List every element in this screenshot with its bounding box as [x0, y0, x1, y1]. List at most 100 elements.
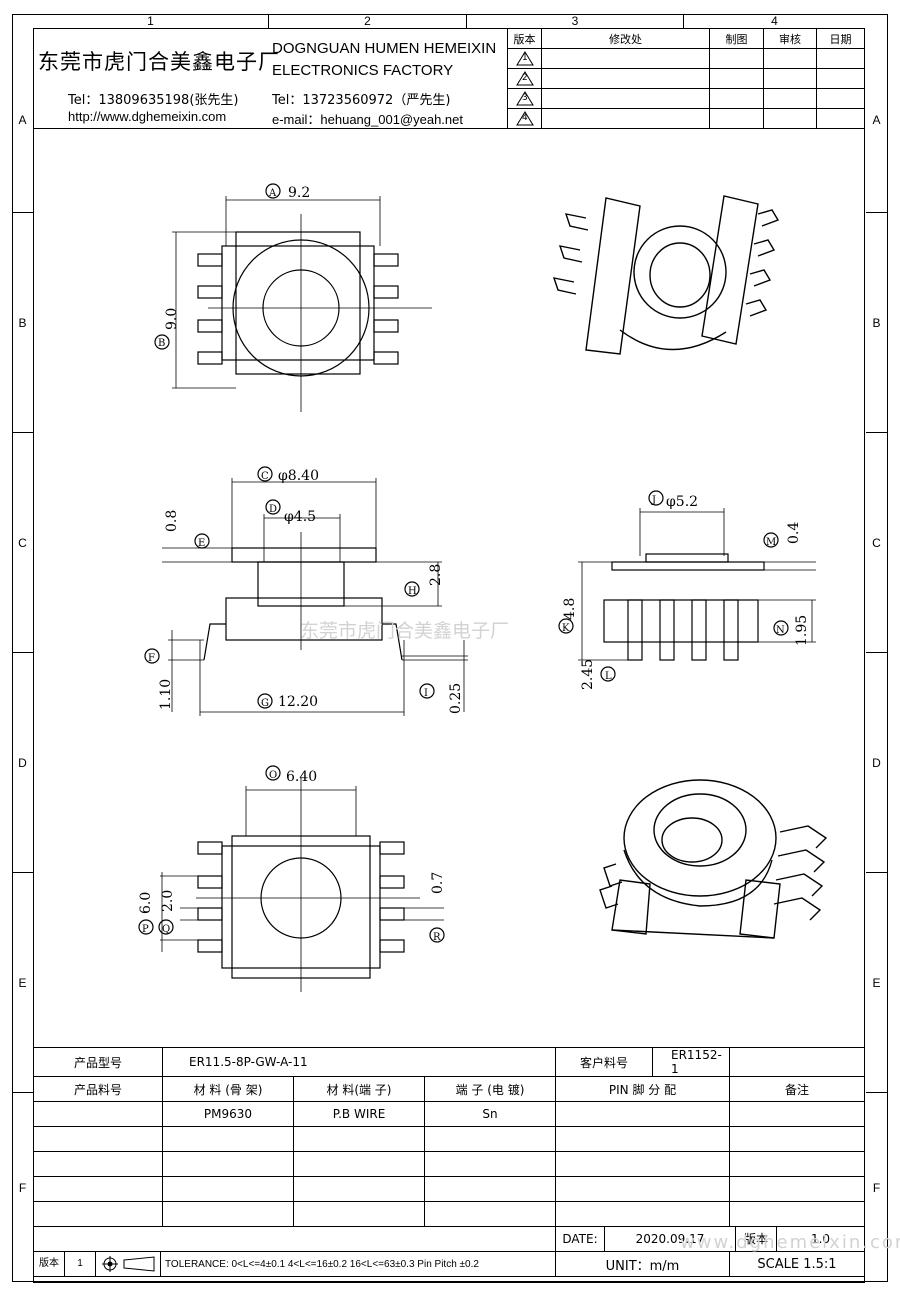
- tel-2: Tel：13723560972（严先生): [272, 93, 451, 108]
- material-pin-label: 材 料(端 子): [293, 1076, 425, 1102]
- balloon-f: F: [148, 653, 155, 664]
- isometric-view-bottom: [599, 779, 828, 939]
- zone-col-1: 1: [33, 14, 269, 28]
- bottom-view: [138, 765, 445, 992]
- zone-col-3: 3: [467, 14, 684, 28]
- balloon-l: L: [605, 671, 612, 682]
- date-label: DATE:: [556, 1227, 605, 1251]
- tel-1: Tel：13809635198(张先生): [68, 93, 239, 108]
- technical-drawing: A 9.2 B 9.0 C φ8.40 D φ4.5 E 0.8 H 2.8 F…: [138, 183, 828, 992]
- rev-triangle-icon: [515, 71, 534, 86]
- dim-i: 0.25: [448, 683, 464, 714]
- website-link[interactable]: http://www.dghemeixin.com: [68, 109, 227, 124]
- header-divider: [33, 128, 507, 129]
- dim-o: 6.40: [286, 769, 317, 785]
- dim-p: 6.0: [138, 892, 154, 914]
- isometric-view-top: [552, 195, 780, 355]
- drawing-inner-frame: [33, 28, 865, 1283]
- balloon-h: H: [408, 586, 417, 597]
- remark-label: 备注: [729, 1076, 865, 1102]
- customer-pn-value: ER1152-1: [652, 1047, 730, 1077]
- zone-col-4: 4: [771, 14, 778, 28]
- drawing-outer-frame: [12, 14, 888, 1282]
- rev-header-check: 审核: [763, 28, 817, 49]
- material-bobbin-value: PM9630: [162, 1101, 294, 1127]
- zone-row-b: B: [12, 213, 33, 433]
- pin-assign-label: PIN 脚 分 配: [555, 1076, 730, 1102]
- product-pn-label: 产品料号: [33, 1076, 163, 1102]
- info-table: 产品型号 ER11.5-8P-GW-A-11 客户料号 ER1152-1 产品料…: [33, 1047, 865, 1277]
- projection-symbol-icon: [96, 1252, 161, 1276]
- zone-row-f: F: [18, 1180, 27, 1195]
- dim-d: φ4.5: [284, 509, 316, 525]
- balloon-k: K: [562, 623, 570, 634]
- dim-n: 1.95: [794, 615, 810, 646]
- dim-g: 12.20: [278, 694, 318, 710]
- company-name-en-2: ELECTRONICS FACTORY: [272, 62, 454, 79]
- zone-row-f-right: F: [872, 1180, 881, 1195]
- balloon-d: D: [269, 504, 277, 515]
- top-view: [154, 183, 432, 412]
- dim-a: 9.2: [288, 185, 310, 201]
- unit-text: UNIT：m/m: [555, 1251, 730, 1277]
- zone-row-d: D: [12, 653, 33, 873]
- rev-header-drawn: 制图: [709, 28, 764, 49]
- side-view: [558, 490, 816, 682]
- balloon-q: Q: [162, 924, 170, 935]
- zone-row-c: C: [12, 433, 33, 653]
- scale-text: SCALE 1.5:1: [729, 1251, 865, 1277]
- zone-col-2: 2: [269, 14, 467, 28]
- dim-q: 2.0: [160, 890, 176, 912]
- zone-row-d-right: D: [866, 653, 887, 873]
- balloon-a: A: [268, 188, 277, 199]
- zone-row-c-right: C: [866, 433, 887, 653]
- plating-label: 端 子 (电 镀): [424, 1076, 556, 1102]
- dim-l: 2.45: [580, 659, 596, 690]
- dim-e: 0.8: [164, 510, 180, 532]
- zone-row-b-right: B: [866, 213, 887, 433]
- rev-row: 2: [507, 68, 865, 89]
- rev-triangle-icon: [515, 91, 534, 106]
- version-label: 版本: [736, 1227, 777, 1251]
- rev-triangle-icon: [515, 51, 534, 66]
- version-value: 1.0: [810, 1232, 831, 1246]
- rev-number: 2: [522, 73, 528, 83]
- material-bobbin-label: 材 料 (骨 架): [162, 1076, 294, 1102]
- balloon-c: C: [261, 471, 269, 482]
- zone-row-a: A: [12, 28, 33, 213]
- company-name-en-1: DOGNGUAN HUMEN HEMEIXIN: [272, 40, 497, 57]
- rev-row: 3: [507, 88, 865, 109]
- dim-b: 9.0: [164, 308, 180, 330]
- edition-label: 版本: [34, 1252, 65, 1276]
- zone-row-e-right: E: [866, 873, 887, 1093]
- rev-number: 4: [522, 113, 528, 123]
- zone-row-a-right: A: [866, 28, 887, 213]
- rev-row: 1: [507, 48, 865, 69]
- balloon-m: M: [766, 537, 776, 548]
- dim-k: 4.8: [562, 598, 578, 620]
- revision-table: 版本 修改处 制图 审核 日期 1 2 3 4: [507, 28, 865, 129]
- dim-m: 0.4: [786, 522, 802, 544]
- rev-number: 3: [522, 93, 528, 103]
- balloon-o: O: [269, 770, 277, 781]
- dim-f: 1.10: [158, 679, 174, 710]
- company-name-cn: 东莞市虎门合美鑫电子厂: [38, 50, 280, 74]
- dim-r: 0.7: [430, 872, 446, 894]
- balloon-i: I: [424, 688, 428, 699]
- front-view: [144, 466, 468, 716]
- balloon-n: N: [776, 625, 785, 636]
- zone-row-e: E: [12, 873, 33, 1093]
- balloon-j: J: [651, 495, 656, 506]
- email-link[interactable]: e-mail：hehuang_001@yeah.net: [272, 112, 463, 127]
- product-model-value: ER11.5-8P-GW-A-11: [162, 1047, 556, 1077]
- balloon-e: E: [198, 538, 205, 549]
- date-value: 2020.09.17: [605, 1227, 736, 1251]
- balloon-r: R: [433, 932, 441, 943]
- edition-value: 1: [65, 1252, 96, 1276]
- balloon-b: B: [158, 338, 165, 349]
- dim-c: φ8.40: [278, 468, 319, 484]
- material-pin-value: P.B WIRE: [293, 1101, 425, 1127]
- rev-row: 4: [507, 108, 865, 129]
- rev-triangle-icon: [515, 111, 534, 126]
- tolerance-text: TOLERANCE: 0<L<=4±0.1 4<L<=16±0.2 16<L<=…: [165, 1258, 479, 1270]
